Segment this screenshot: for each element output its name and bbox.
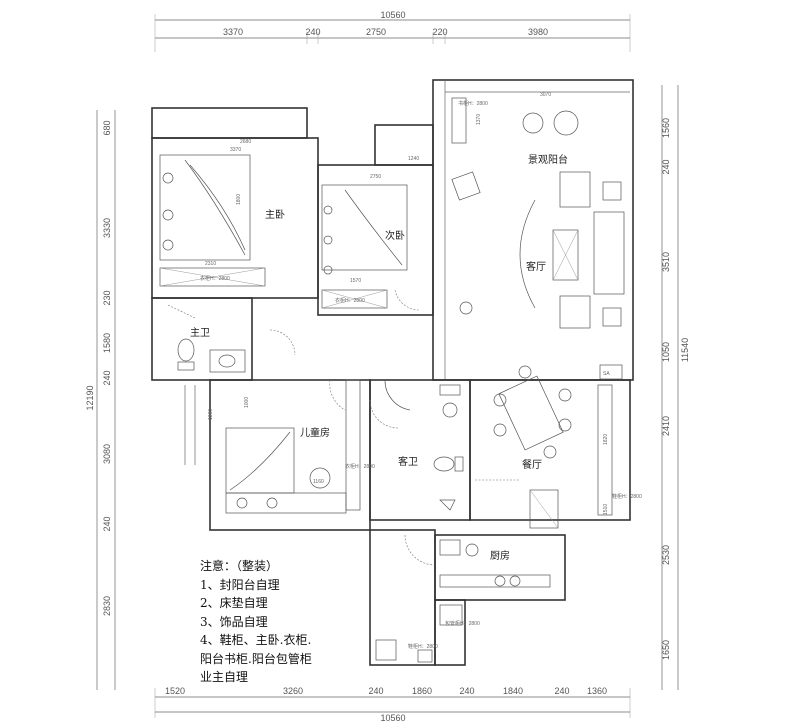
dim-top-2: 240 (305, 27, 320, 37)
room-label-guest-bath: 客卫 (398, 455, 418, 468)
doors (269, 289, 520, 481)
dim-bottom-5: 240 (459, 686, 474, 696)
dim-bottom-8: 1360 (587, 686, 607, 696)
notes-block: 注意：（整装） 1、封阳台自理 2、床垫自理 3、饰品自理 4、鞋柜、主卧.衣柜… (200, 557, 380, 687)
dim-left-1: 680 (102, 120, 112, 135)
dim-left-6: 3080 (102, 444, 112, 464)
dim-int-2750: 2750 (370, 174, 381, 180)
room-label-master-bath: 主卫 (190, 327, 210, 339)
room-label-master-bedroom: 主卧 (265, 208, 285, 221)
dim-int-1160: 1160 (313, 479, 324, 485)
dim-left-3: 230 (102, 290, 112, 305)
dim-left-total: 12190 (85, 385, 95, 410)
walls (151, 79, 634, 666)
room-label-kids-room: 儿童房 (300, 426, 330, 439)
room-labels: 主卧 次卧 景观阳台 客厅 主卫 儿童房 客卫 餐厅 厨房 (190, 153, 568, 562)
cabinet-note-8: SA (603, 371, 610, 377)
dim-bottom-4: 1860 (412, 686, 432, 696)
dim-left-4: 1580 (102, 333, 112, 353)
cabinet-note-3: 书柜H：2800 (458, 100, 488, 107)
dim-right-7: 1650 (661, 640, 671, 660)
living-balcony-furniture: 书柜H：2800 3070 1370 (451, 92, 625, 329)
dim-int-1800: 1800 (236, 194, 242, 205)
dimension-bottom: 1520 3260 240 1860 240 1840 240 1360 105… (154, 686, 631, 723)
dim-int-1240: 1240 (408, 156, 419, 162)
notes-line-5: 阳台书柜.阳台包管柜 (200, 651, 312, 666)
master-bedroom-furniture: 2680 3370 1800 2310 衣柜H：2800 (159, 139, 266, 287)
dim-int-1570: 1570 (350, 278, 361, 284)
dim-bottom-2: 3260 (283, 686, 303, 696)
dim-bottom-6: 1840 (503, 686, 523, 696)
kids-room-furniture: 1360 1000 1160 衣柜H：2800 (208, 379, 375, 514)
dining-furniture: SA 1820 鞋柜H：2800 1510 (493, 364, 642, 516)
notes-line-2: 2、床垫自理 (200, 596, 268, 610)
notes-title: 注意：（整装） (200, 559, 279, 573)
dim-top-5: 3980 (528, 27, 548, 37)
dim-bottom-3: 240 (368, 686, 383, 696)
dim-top-1: 3370 (223, 27, 243, 37)
notes-line-3: 3、饰品自理 (200, 614, 268, 629)
room-label-second-bedroom: 次卧 (385, 229, 405, 242)
dim-int-1370: 1370 (476, 114, 482, 125)
dim-left-5: 240 (102, 370, 112, 385)
room-label-balcony: 景观阳台 (528, 153, 568, 166)
dim-top-total: 10560 (380, 10, 405, 20)
dim-int-1360: 1360 (208, 409, 214, 420)
dim-int-2680: 2680 (240, 139, 251, 145)
dim-int-3370: 3370 (230, 147, 241, 153)
dim-int-1000: 1000 (244, 397, 250, 408)
notes-line-4: 4、鞋柜、主卧.衣柜. (200, 633, 312, 647)
guest-bath-fixtures (384, 379, 464, 511)
dim-int-1820: 1820 (603, 434, 609, 445)
dimension-top: 10560 3370 240 2750 220 3980 (154, 10, 631, 52)
room-label-kitchen: 厨房 (490, 549, 510, 562)
dim-right-total: 11540 (680, 338, 690, 362)
dim-top-4: 220 (432, 27, 447, 37)
cabinet-note-6: 鞋柜H：2800 (408, 643, 438, 650)
second-bedroom-furniture: 2750 1240 1570 衣柜H：2800 (321, 156, 419, 309)
dimension-right: 1560 240 3510 1050 2410 2530 1650 11540 (661, 85, 690, 690)
dim-right-6: 2530 (661, 545, 671, 565)
room-label-living-room: 客厅 (526, 260, 546, 273)
dim-right-4: 1050 (661, 342, 671, 362)
dim-bottom-1: 1520 (165, 686, 185, 696)
dim-right-3: 3510 (661, 252, 671, 272)
notes-line-1: 1、封阳台自理 (200, 577, 280, 592)
dimension-left: 680 3330 230 1580 240 3080 240 2830 1219… (85, 110, 116, 690)
dim-int-2310: 2310 (205, 261, 216, 267)
dim-left-7: 240 (102, 516, 112, 531)
dim-right-5: 2410 (661, 416, 671, 436)
dim-right-1: 1560 (661, 118, 671, 138)
kitchen-fixtures: 鞋柜H：2800 包管柜H：2800 (375, 489, 559, 663)
master-bath-fixtures (167, 304, 246, 373)
dim-right-2: 240 (661, 159, 671, 174)
cabinet-note-4: 衣柜H：2800 (345, 463, 375, 470)
dim-left-8: 2830 (102, 596, 112, 616)
dim-int-3070: 3070 (540, 92, 551, 98)
dim-top-3: 2750 (366, 27, 386, 37)
cabinet-note-2: 衣柜H：2800 (335, 297, 365, 304)
dim-bottom-total: 10560 (380, 713, 405, 723)
room-label-dining-room: 餐厅 (522, 458, 542, 471)
dim-left-2: 3330 (102, 218, 112, 238)
dim-bottom-7: 240 (554, 686, 569, 696)
cabinet-note-1: 衣柜H：2800 (200, 275, 230, 282)
cabinet-note-7: 包管柜H：2800 (445, 620, 480, 627)
dim-int-1510: 1510 (603, 504, 609, 515)
cabinet-note-5: 鞋柜H：2800 (612, 493, 642, 500)
notes-line-6: 业主自理 (200, 670, 249, 684)
